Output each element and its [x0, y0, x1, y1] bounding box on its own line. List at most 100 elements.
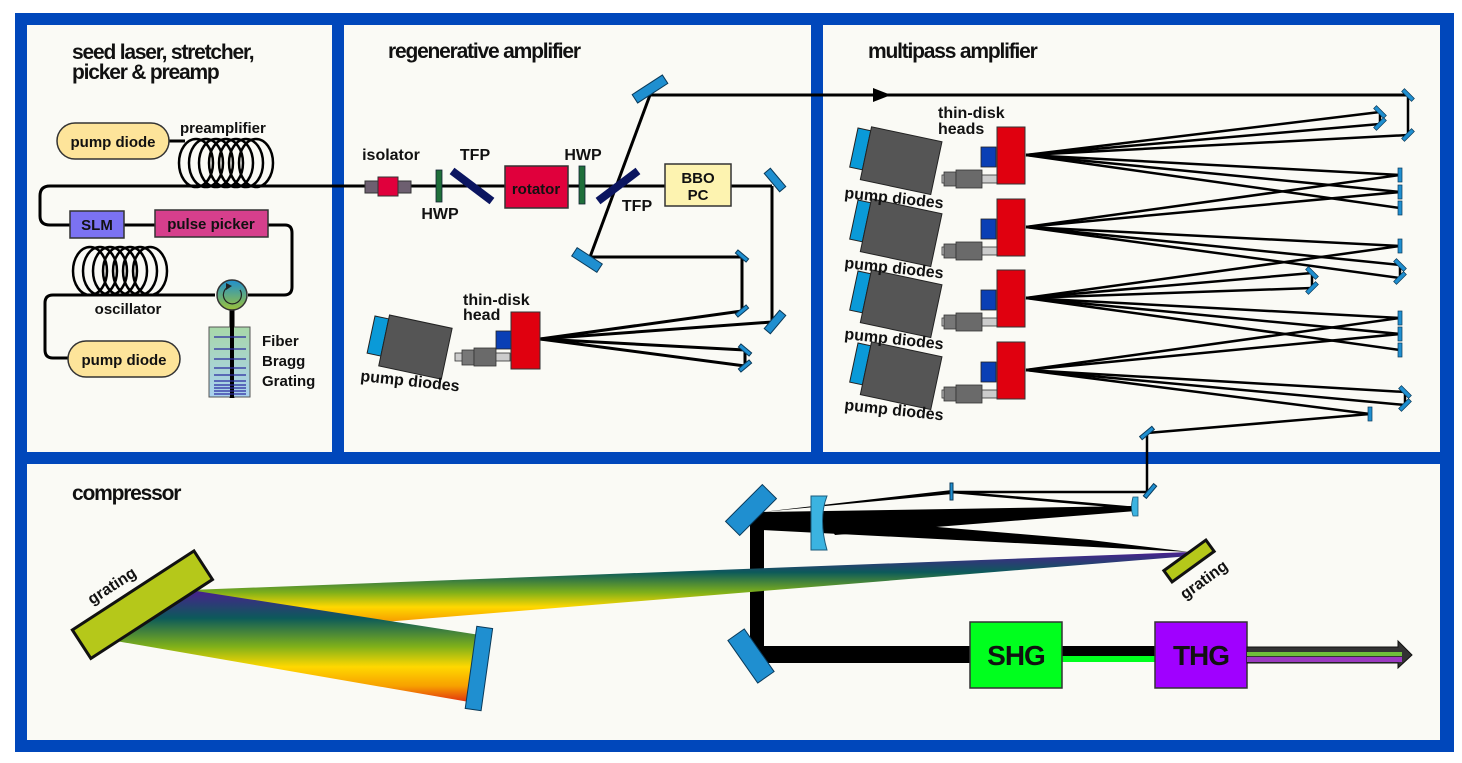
- tfp-2-label: TFP: [622, 198, 653, 215]
- fiber-loop: [177, 137, 215, 189]
- pulse-picker-box: [154, 209, 269, 238]
- thg-label: THG: [1173, 640, 1229, 671]
- multipass-mirror: [1397, 326, 1403, 342]
- pc-label: PC: [688, 187, 709, 204]
- multipass-mirror: [1373, 117, 1387, 131]
- multipass-stage: [849, 269, 1026, 339]
- rotator-label: rotator: [512, 181, 560, 198]
- multipass-mirror: [1398, 385, 1412, 399]
- spectral-beam-upper: [190, 552, 1190, 633]
- multipass-mirror: [1398, 398, 1412, 412]
- pump-coupler: [955, 384, 983, 404]
- fiber-loop: [121, 245, 159, 297]
- thin-disk-mount: [980, 146, 997, 168]
- compressor-small-lens: [1131, 496, 1139, 517]
- regen-thin-disk-label-2: head: [463, 307, 500, 324]
- pump-diode-top: [56, 122, 170, 160]
- regen-mirror-fold-1: [734, 249, 750, 263]
- multipass-beams: [952, 95, 1410, 494]
- pump-coupler: [955, 169, 983, 189]
- multipass-mirror: [1397, 200, 1403, 216]
- fiber-osc-loop: [43, 293, 215, 360]
- multipass-mirror: [1305, 266, 1319, 280]
- compressor-mirror-bottom: [727, 628, 775, 684]
- hwp-2: [578, 165, 586, 205]
- multipass-mirror: [1367, 406, 1373, 422]
- grating-right: [1161, 537, 1217, 585]
- pump-diode-bottom-label: pump diode: [82, 352, 167, 369]
- bbo-pc-box: [664, 163, 732, 207]
- bbo-label: BBO: [681, 170, 715, 187]
- pump-coupler: [955, 241, 983, 261]
- isolator-label: isolator: [362, 147, 420, 164]
- compressor-curved-mirror: [810, 495, 828, 551]
- isolator: [364, 176, 412, 197]
- pulse-picker-label: pulse picker: [167, 216, 255, 233]
- spectral-beam-lower: [110, 590, 480, 703]
- multipass-exit-mirror: [1138, 425, 1156, 441]
- multipass-mirror: [1397, 310, 1403, 326]
- multipass-mirror: [1305, 281, 1319, 295]
- regen-mirror-fold-2: [734, 304, 750, 318]
- multipass-mirror: [1397, 238, 1403, 254]
- hwp-1-label: HWP: [421, 206, 459, 223]
- thin-disk-head: [996, 269, 1026, 328]
- compressor-small-mirror-right: [1142, 482, 1158, 500]
- tfp-2: [595, 167, 641, 205]
- tfp-1: [449, 167, 495, 205]
- regen-pump-coupler: [454, 347, 511, 367]
- fbg-label-2: Bragg: [262, 353, 305, 370]
- shg-label: SHG: [987, 640, 1045, 671]
- compressor-mirror-top: [724, 483, 778, 537]
- compressor-small-mirror-left: [949, 482, 954, 501]
- pump-diode-housing: [849, 126, 943, 196]
- pump-body: [859, 198, 943, 268]
- slm-box: [69, 210, 125, 239]
- multipass-stage: [849, 126, 1026, 196]
- regen-thin-disk-label-1: thin-disk: [463, 292, 530, 309]
- rotator-box: [504, 165, 569, 209]
- regen-mirror-bottom: [571, 246, 603, 274]
- pump-diode-top-label: pump diode: [71, 134, 156, 151]
- fbg-label-3: Grating: [262, 373, 315, 390]
- multipass-mirror: [1401, 88, 1415, 102]
- thin-disk-head: [996, 341, 1026, 400]
- seed-title-line2: picker & preamp: [72, 61, 219, 84]
- thin-disk-head: [996, 198, 1026, 257]
- multipass-thin-disk-label-1: thin-disk: [938, 105, 1005, 122]
- fiber-loop: [227, 137, 265, 189]
- fiber-loop: [101, 245, 139, 297]
- thin-disk-mount: [980, 361, 997, 383]
- fiber-main: [38, 184, 370, 227]
- fiber-loop: [81, 245, 119, 297]
- pump-diode-housing: [849, 198, 943, 268]
- thin-disk-mount: [980, 218, 997, 240]
- pump-coupler: [955, 312, 983, 332]
- pump-connector: [943, 314, 957, 330]
- multipass-mirror: [1397, 184, 1403, 200]
- hwp-2-label: HWP: [564, 147, 602, 164]
- seed-title-line1: seed laser, stretcher,: [72, 41, 254, 64]
- thg-box: [1154, 621, 1248, 689]
- multipass-stage: [849, 198, 1026, 268]
- fiber-loop: [217, 137, 255, 189]
- preamplifier-label: preamplifier: [180, 120, 266, 137]
- fbg-label-1: Fiber: [262, 333, 299, 350]
- fiber-bragg-grating: [208, 318, 251, 398]
- preamplifier-coil: [177, 137, 275, 189]
- multipass-mirror: [1373, 105, 1387, 119]
- multipass-mirror: [1401, 128, 1415, 142]
- beam-direction-arrow: [873, 88, 891, 102]
- compressor-title: compressor: [72, 482, 181, 505]
- fiber-loop: [197, 137, 235, 189]
- compressor-end-mirror: [464, 625, 494, 712]
- circulator-icon: [216, 279, 248, 311]
- regen-beam-diagonal: [588, 94, 652, 258]
- regen-pump-diodes: [366, 314, 453, 380]
- grating-left: [70, 548, 215, 661]
- multipass-thin-disk-label-2: heads: [938, 121, 984, 138]
- compressor-beams: [750, 490, 1190, 666]
- fiber-loop: [71, 245, 109, 297]
- fiber-loop: [207, 137, 245, 189]
